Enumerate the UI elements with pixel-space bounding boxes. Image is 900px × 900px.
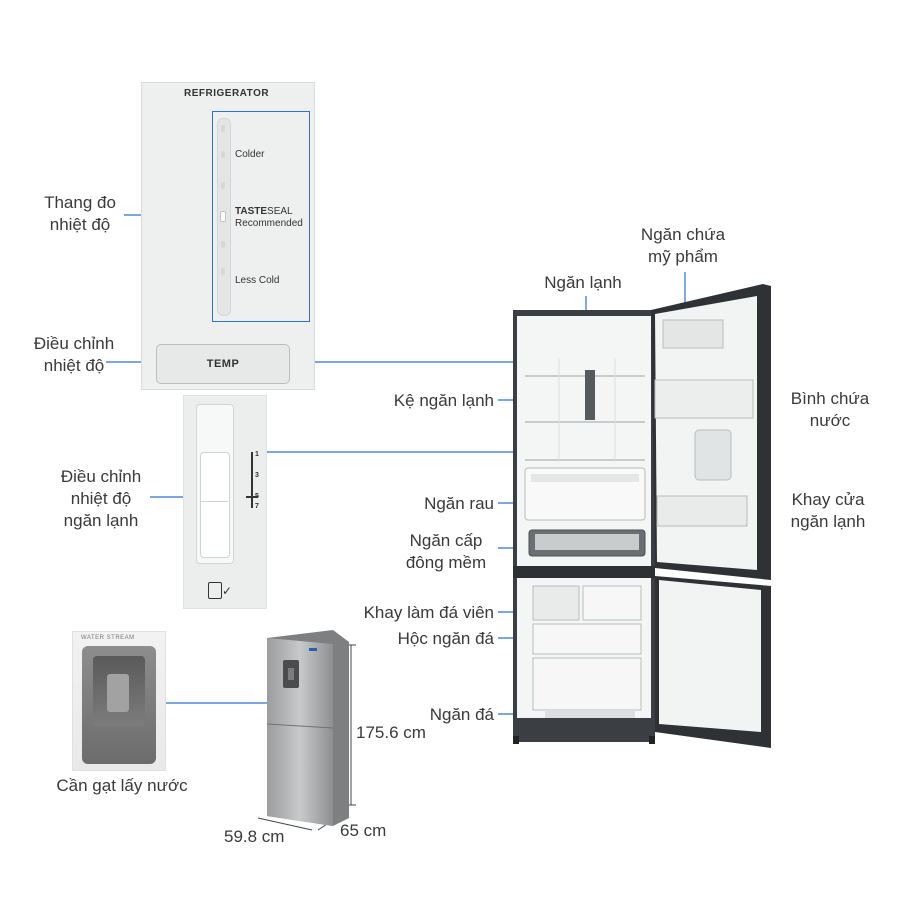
fridge-dimensions-image — [266, 630, 349, 826]
scale-dot — [221, 125, 225, 132]
label-temp-adjust: Điều chỉnh nhiệt độ — [33, 334, 115, 375]
level-less-cold: Less Cold — [235, 275, 280, 286]
panel-title: REFRIGERATOR — [184, 88, 270, 99]
water-stream-badge: WATER STREAM — [81, 635, 135, 641]
dimension-height: 175.6 cm — [356, 723, 426, 742]
dial-scale-bar — [251, 452, 253, 508]
dial-marker — [246, 496, 258, 498]
scale-dot-active — [220, 211, 226, 222]
open-refrigerator-image — [513, 284, 771, 748]
check-icon: ✓ — [222, 584, 233, 598]
level-recommended: Recommended — [235, 218, 303, 229]
label-water-tank: Bình chứa nước — [790, 389, 870, 430]
width-dimension-line — [257, 817, 313, 831]
label-shelf: Kệ ngăn lạnh — [393, 391, 494, 410]
dial-knob-divider — [200, 501, 228, 502]
label-cosmetics: Ngăn chứa mỹ phẩm — [640, 225, 726, 266]
label-door-tray: Khay cửa ngăn lạnh — [790, 490, 866, 531]
level-tasteseal: TASTESEAL — [235, 206, 293, 217]
scale-dot — [221, 151, 225, 158]
level-tasteseal-bold: TASTE — [235, 206, 268, 217]
label-vegetable: Ngăn rau — [424, 494, 494, 513]
temp-button[interactable]: TEMP — [156, 344, 290, 384]
dimension-width: 59.8 cm — [224, 827, 285, 846]
freezer-temperature-dial: 1 3 5 7 ✓ — [183, 395, 267, 609]
label-ice-box: Hộc ngăn đá — [397, 629, 494, 648]
dial-mark-3: 3 — [255, 472, 259, 479]
dial-knob[interactable] — [200, 452, 230, 558]
scale-dot — [221, 268, 225, 275]
temperature-scale-frame — [212, 111, 310, 322]
label-soft-freeze: Ngăn cấp đông mềm — [405, 531, 487, 572]
refrigerator-control-panel: REFRIGERATOR Colder TASTESEAL Recommende… — [141, 82, 315, 390]
dispenser-lever — [107, 674, 129, 712]
dial-mark-5: 5 — [255, 493, 259, 500]
label-temp-scale: Thang đo nhiệt độ — [44, 193, 116, 234]
label-fridge-compartment: Ngăn lạnh — [544, 273, 622, 292]
label-freezer-adjust: Điều chỉnh nhiệt độ ngăn lạnh — [60, 467, 142, 530]
scale-dot — [221, 241, 225, 248]
dimension-depth: 65 cm — [340, 821, 387, 840]
scale-dot — [221, 182, 225, 189]
label-freezer: Ngăn đá — [429, 705, 494, 724]
level-colder: Colder — [235, 149, 265, 160]
level-tasteseal-rest: SEAL — [267, 206, 293, 217]
label-ice-tray: Khay làm đá viên — [363, 603, 494, 622]
water-dispenser-image: WATER STREAM — [72, 631, 166, 771]
label-water-lever: Cần gạt lấy nước — [56, 776, 188, 795]
dial-mark-7: 7 — [255, 503, 259, 510]
dial-mark-1: 1 — [255, 451, 259, 458]
freezer-icon — [208, 582, 222, 599]
